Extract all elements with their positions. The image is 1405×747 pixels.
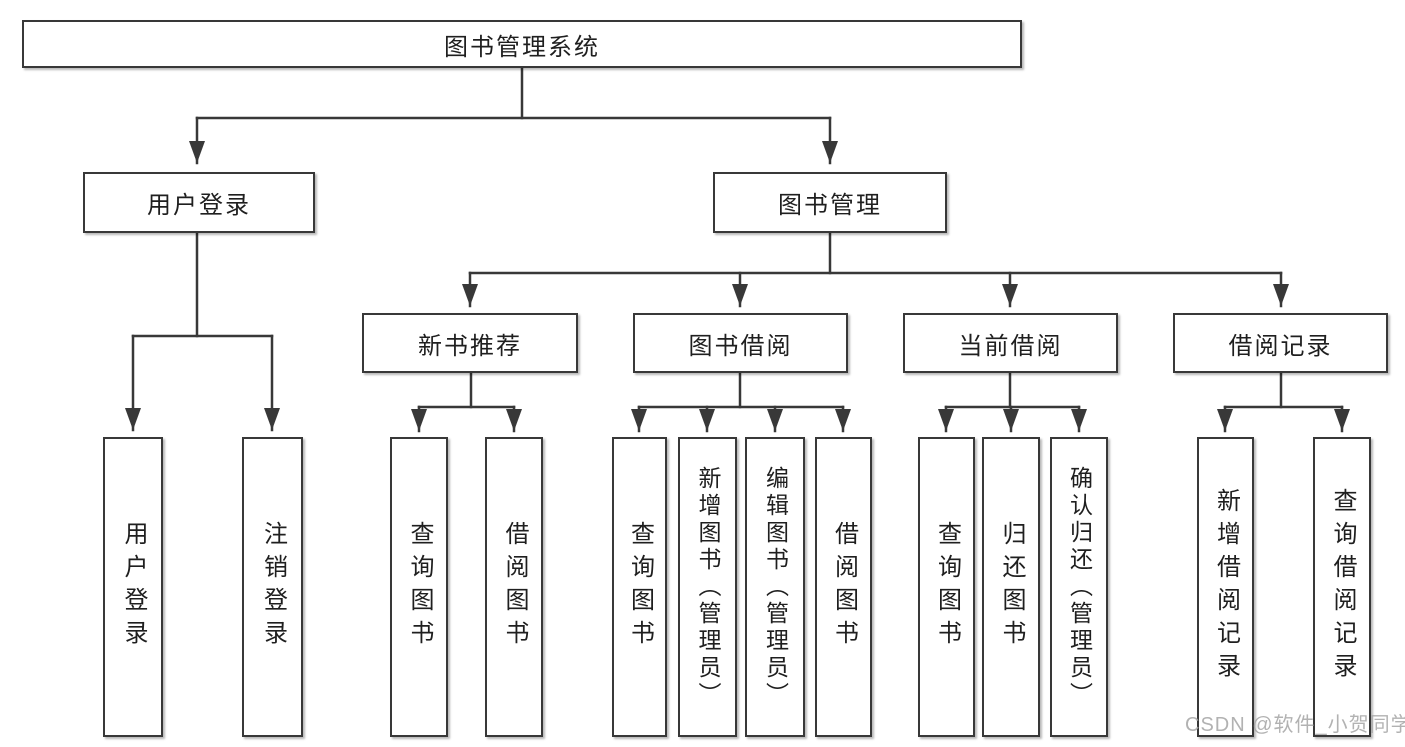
leaf-query-books-borrow-label: 查询图书 xyxy=(626,521,654,653)
node-current-borrow-label: 当前借阅 xyxy=(958,332,1063,360)
leaf-borrow-books-recommend-label: 借阅图书 xyxy=(501,521,528,653)
node-new-book-recommend: 新书推荐 xyxy=(362,313,578,373)
leaf-query-books-borrow: 查询图书 xyxy=(612,437,667,737)
leaf-confirm-return-admin-label: 确认归还（管理员） xyxy=(1066,465,1093,709)
node-user-login-label: 用户登录 xyxy=(147,192,251,219)
leaf-user-login-label: 用户登录 xyxy=(120,521,147,653)
node-borrow-records: 借阅记录 xyxy=(1173,313,1388,373)
leaf-query-books-current-label: 查询图书 xyxy=(933,521,961,653)
leaf-add-borrow-record: 新增借阅记录 xyxy=(1197,437,1254,737)
leaf-query-borrow-record-label: 查询借阅记录 xyxy=(1329,488,1356,686)
leaf-user-login: 用户登录 xyxy=(103,437,163,737)
node-book-management-label: 图书管理 xyxy=(778,192,882,219)
node-borrow-records-label: 借阅记录 xyxy=(1228,332,1333,360)
leaf-edit-book-admin-label: 编辑图书（管理员） xyxy=(762,465,789,709)
node-current-borrow: 当前借阅 xyxy=(903,313,1118,373)
leaf-logout-label: 注销登录 xyxy=(259,521,287,653)
node-book-borrow-label: 图书借阅 xyxy=(688,332,793,360)
leaf-logout: 注销登录 xyxy=(242,437,303,737)
leaf-borrow-books: 借阅图书 xyxy=(815,437,872,737)
leaf-query-borrow-record: 查询借阅记录 xyxy=(1313,437,1371,737)
node-new-book-recommend-label: 新书推荐 xyxy=(418,332,522,360)
node-user-login: 用户登录 xyxy=(83,172,315,233)
leaf-return-book-label: 归还图书 xyxy=(998,521,1025,653)
leaf-add-book-admin-label: 新增图书（管理员） xyxy=(695,465,721,709)
leaf-borrow-books-recommend: 借阅图书 xyxy=(485,437,543,737)
leaf-query-books-recommend-label: 查询图书 xyxy=(406,521,433,653)
leaf-confirm-return-admin: 确认归还（管理员） xyxy=(1050,437,1108,737)
leaf-query-books-current: 查询图书 xyxy=(918,437,975,737)
node-system-root-label: 图书管理系统 xyxy=(444,33,600,61)
leaf-add-borrow-record-label: 新增借阅记录 xyxy=(1212,488,1240,686)
node-book-borrow: 图书借阅 xyxy=(633,313,848,373)
leaf-borrow-books-label: 借阅图书 xyxy=(830,521,858,653)
leaf-query-books-recommend: 查询图书 xyxy=(390,437,448,737)
leaf-add-book-admin: 新增图书（管理员） xyxy=(678,437,737,737)
node-book-management: 图书管理 xyxy=(713,172,947,233)
node-system-root: 图书管理系统 xyxy=(22,20,1022,68)
leaf-return-book: 归还图书 xyxy=(982,437,1040,737)
watermark-text: CSDN @软件_小贺同学 xyxy=(1185,714,1405,736)
leaf-edit-book-admin: 编辑图书（管理员） xyxy=(745,437,805,737)
